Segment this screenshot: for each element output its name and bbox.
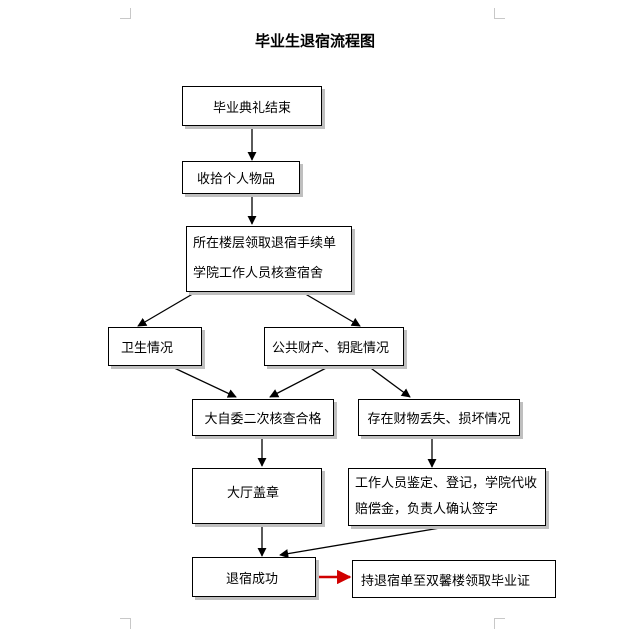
step-hall-stamp: 大厅盖章: [192, 468, 322, 524]
step-collect-form: 所在楼层领取退宿手续单 学院工作人员核查宿舍: [186, 226, 352, 292]
step-pack-belongings: 收拾个人物品: [182, 161, 300, 194]
step-label: 收拾个人物品: [197, 172, 276, 187]
diagram-title: 毕业生退宿流程图: [254, 32, 375, 50]
step-label-line1: 工作人员鉴定、登记，学院代收: [355, 476, 538, 491]
step-staff-assess: 工作人员鉴定、登记，学院代收 赔偿金，负责人确认签字: [348, 468, 546, 526]
step-property-keys: 公共财产、钥匙情况: [264, 327, 404, 366]
page-corner-mark: [120, 8, 131, 19]
step-checkout-success: 退宿成功: [192, 557, 316, 597]
step-label-line1: 所在楼层领取退宿手续单: [193, 236, 337, 251]
page-corner-mark: [494, 618, 505, 629]
arrow-hygiene-to-recheck: [169, 365, 237, 398]
arrow-form-to-property: [301, 291, 361, 327]
step-label-line2: 学院工作人员核查宿舍: [193, 266, 324, 281]
step-label: 毕业典礼结束: [212, 100, 291, 116]
step-committee-recheck: 大自委二次核查合格: [192, 399, 334, 436]
step-loss-damage: 存在财物丢失、损坏情况: [358, 399, 520, 436]
step-label: 大厅盖章: [227, 486, 280, 501]
step-label: 持退宿单至双馨楼领取毕业证: [361, 573, 531, 589]
page-corner-mark: [494, 8, 505, 19]
step-label: 存在财物丢失、损坏情况: [367, 412, 511, 427]
step-get-certificate: 持退宿单至双馨楼领取毕业证: [352, 560, 556, 598]
arrow-property-to-recheck: [269, 365, 331, 398]
step-label: 公共财产、钥匙情况: [272, 341, 390, 356]
page-corner-mark: [120, 618, 131, 629]
step-label: 卫生情况: [121, 341, 174, 356]
arrow-assess-to-success: [279, 527, 441, 559]
arrow-property-to-loss: [367, 365, 411, 398]
step-label: 退宿成功: [226, 571, 279, 587]
step-ceremony-end: 毕业典礼结束: [182, 86, 322, 126]
arrow-form-to-hygiene: [137, 291, 197, 327]
step-hygiene: 卫生情况: [108, 327, 202, 366]
step-label-line2: 赔偿金，负责人确认签字: [355, 502, 499, 517]
step-label: 大自委二次核查合格: [204, 412, 322, 427]
